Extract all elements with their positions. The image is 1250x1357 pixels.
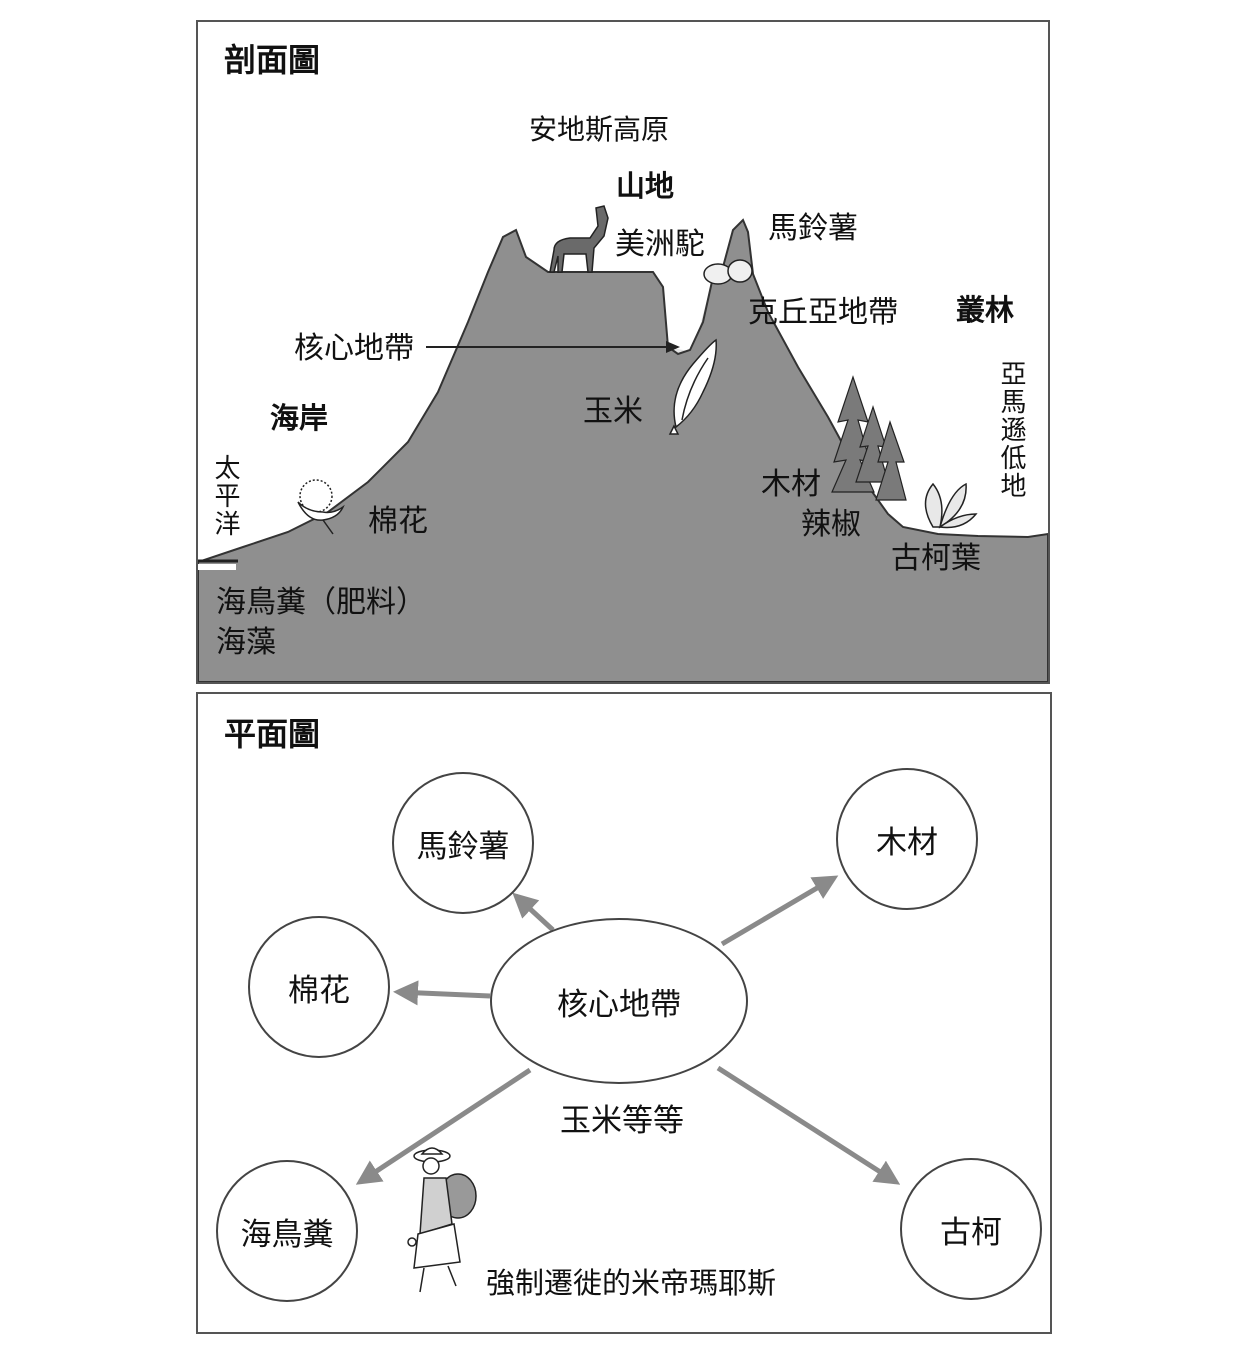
cotton-label: 棉花 — [368, 504, 428, 539]
plan-arrows — [355, 875, 901, 1293]
coca-leaf-icon — [924, 482, 978, 529]
andes-plateau-label: 安地斯高原 — [529, 113, 670, 146]
coca-leaf-label: 古柯葉 — [891, 541, 981, 576]
potato-circle: 馬鈴薯 — [392, 772, 534, 914]
plan-title: 平面圖 — [224, 715, 321, 753]
section-title: 剖面圖 — [224, 41, 321, 79]
corn-icon — [668, 338, 717, 435]
llama-label: 美洲駝 — [615, 227, 705, 262]
section-diagram: 剖面圖 安地斯高原 山地 美洲駝 馬鈴薯 克丘亞地帶 叢林 核心地帶 玉米 海岸… — [196, 20, 1050, 684]
wood-text: 木材 — [876, 824, 938, 861]
guano-fertilizer-label: 海鳥糞（肥料） — [216, 585, 426, 620]
arrow-to-potato — [512, 892, 555, 932]
corn-label: 玉米 — [583, 394, 643, 429]
amazon-lowland-label: 亞馬遜低地 — [996, 360, 1026, 500]
llama-icon — [549, 205, 609, 273]
tree-icons — [831, 375, 907, 501]
wood-circle: 木材 — [836, 768, 978, 910]
potato-label: 馬鈴薯 — [768, 211, 858, 246]
core-zone-text: 核心地帶 — [557, 986, 681, 1023]
cotton-circle: 棉花 — [248, 916, 390, 1058]
chili-label: 辣椒 — [801, 507, 861, 542]
core-zone-ellipse: 核心地帶 — [490, 918, 748, 1084]
arrow-to-wood — [720, 875, 839, 947]
arrow-to-guano — [355, 1067, 532, 1185]
cotton-text: 棉花 — [288, 972, 350, 1009]
plan-diagram: 平面圖 核心地帶 玉米等等 馬鈴薯 木材 棉花 海鳥糞 古柯 強制遷徙的米帝瑪耶… — [196, 692, 1052, 1334]
highland-label: 山地 — [616, 169, 675, 203]
potato-text: 馬鈴薯 — [416, 828, 510, 865]
coca-text: 古柯 — [940, 1214, 1002, 1251]
core-zone-label: 核心地帶 — [294, 331, 414, 366]
jungle-label: 叢林 — [956, 293, 1015, 327]
coca-circle: 古柯 — [900, 1158, 1042, 1300]
quechua-zone-label: 克丘亞地帶 — [748, 295, 898, 330]
pacific-label: 太平洋 — [210, 454, 240, 538]
mitmaq-label: 強制遷徙的米帝瑪耶斯 — [486, 1266, 777, 1300]
arrow-to-cotton — [393, 980, 491, 1006]
core-pointer-head — [666, 341, 680, 353]
sky — [198, 22, 1048, 562]
arrow-to-coca — [716, 1065, 901, 1185]
coast-label: 海岸 — [270, 401, 329, 435]
terrain-profile — [198, 218, 1048, 682]
wood-label: 木材 — [761, 467, 821, 502]
mitmaq-figure-icon — [407, 1147, 477, 1293]
guano-text: 海鳥糞 — [240, 1216, 334, 1253]
core-sub-label: 玉米等等 — [560, 1103, 684, 1139]
seaweed-label: 海藻 — [216, 625, 276, 660]
potato-icon — [703, 259, 753, 285]
cotton-icon — [297, 479, 345, 535]
guano-circle: 海鳥糞 — [216, 1160, 358, 1302]
terrain-drawing — [198, 22, 1048, 682]
